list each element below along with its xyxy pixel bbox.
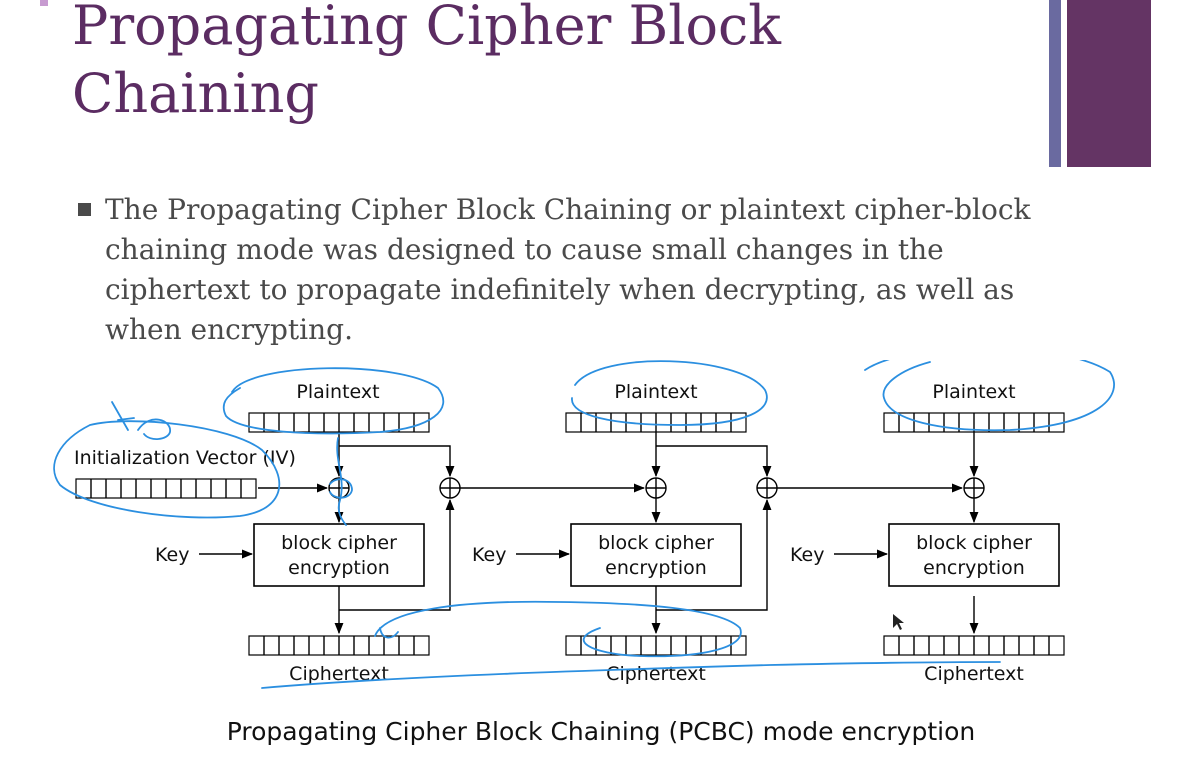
svg-text:block cipher: block cipher <box>598 532 714 554</box>
plaintext-block <box>883 412 1065 433</box>
plaintext-block <box>248 412 430 433</box>
pcbc-diagram: Plaintext Initialization Vector (IV) Key… <box>53 360 1115 746</box>
key-label-2: Key <box>472 544 506 566</box>
xor-2a <box>645 477 667 499</box>
ciphertext-label: Ciphertext <box>606 663 706 685</box>
xor-1b <box>439 477 461 499</box>
stage-1: Plaintext Initialization Vector (IV) Key… <box>74 381 646 685</box>
ciphertext-block <box>248 635 430 656</box>
svg-text:block cipher: block cipher <box>281 532 397 554</box>
mouse-cursor-icon <box>893 614 904 630</box>
plaintext-label: Plaintext <box>614 381 697 403</box>
ciphertext-label: Ciphertext <box>924 663 1024 685</box>
ciphertext-label: Ciphertext <box>289 663 389 685</box>
cipher-box-3: block cipher encryption <box>888 523 1060 587</box>
cipher-box-1: block cipher encryption <box>253 523 425 587</box>
ciphertext-block <box>565 635 747 656</box>
accent-bar <box>1067 0 1151 167</box>
key-label-3: Key <box>790 544 824 566</box>
svg-text:encryption: encryption <box>923 557 1025 579</box>
plaintext-label: Plaintext <box>932 381 1015 403</box>
svg-text:block cipher: block cipher <box>916 532 1032 554</box>
plaintext-label: Plaintext <box>296 381 379 403</box>
svg-text:encryption: encryption <box>288 557 390 579</box>
key-label-1: Key <box>155 544 189 566</box>
slide-title: Propagating Cipher Block Chaining <box>72 0 781 125</box>
stage-3: Plaintext Key block cipher encryption Ci… <box>790 381 1065 685</box>
xor-2b <box>756 477 778 499</box>
cipher-box-2: block cipher encryption <box>570 523 742 587</box>
bullet-square-icon <box>78 203 91 216</box>
iv-label: Initialization Vector (IV) <box>74 447 296 469</box>
svg-text:encryption: encryption <box>605 557 707 579</box>
bullet-text: The Propagating Cipher Block Chaining or… <box>105 193 1031 346</box>
plus-decoration <box>40 0 48 6</box>
pen-annotations <box>53 360 1115 689</box>
bullet-point: The Propagating Cipher Block Chaining or… <box>78 190 1038 350</box>
diagram-caption: Propagating Cipher Block Chaining (PCBC)… <box>227 717 976 746</box>
iv-block <box>75 478 257 499</box>
accent-bar-thin <box>1049 0 1061 167</box>
ciphertext-block <box>883 635 1065 656</box>
xor-3 <box>963 477 985 499</box>
